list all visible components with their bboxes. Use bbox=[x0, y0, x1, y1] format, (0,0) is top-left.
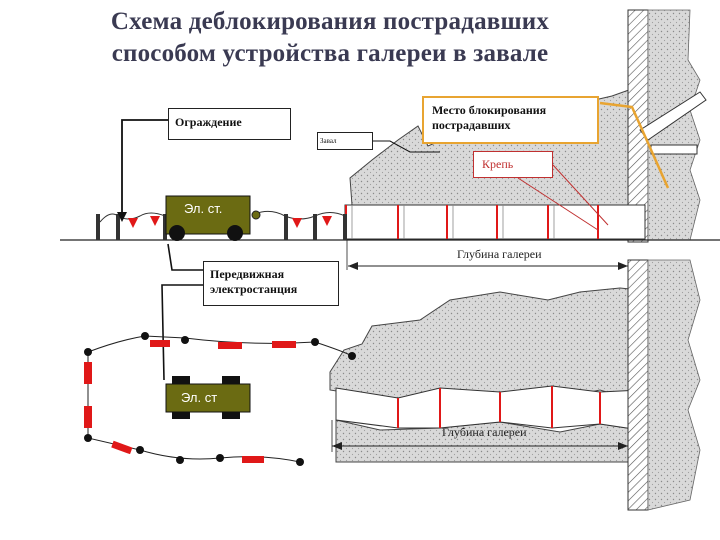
title-line-1: Схема деблокирования пострадавших bbox=[110, 8, 550, 35]
generator-bottom-wheel-3 bbox=[172, 410, 190, 419]
mobile-station-line-2: электростанция bbox=[210, 282, 298, 296]
station-leader-bottom bbox=[161, 284, 203, 381]
blocking-place-pointer bbox=[599, 101, 670, 189]
generator-top-socket bbox=[251, 210, 261, 220]
mobile-station-line-1: Передвижная bbox=[210, 267, 285, 281]
fence-posts-bottom bbox=[84, 332, 356, 466]
generator-bottom-wheel-4 bbox=[222, 410, 240, 419]
mobile-station-label: Передвижная электростанция bbox=[203, 261, 339, 306]
rubble-leader bbox=[373, 140, 440, 153]
wall-right-bottom bbox=[627, 259, 649, 511]
gallery-top bbox=[344, 204, 646, 240]
blocking-place-label: Место блокирования пострадавших bbox=[422, 96, 599, 144]
blocking-place-line-2: пострадавших bbox=[432, 118, 511, 132]
gallery-depth-label-top: Глубина галереи bbox=[457, 247, 542, 261]
blocking-place-line-1: Место блокирования bbox=[432, 103, 547, 117]
title-line-2: способом устройства галереи в завале bbox=[111, 40, 549, 67]
rubble-bottom bbox=[329, 287, 641, 403]
fence-label: Ограждение bbox=[168, 108, 291, 140]
fence-posts-top bbox=[96, 214, 347, 240]
fence-flags-bottom bbox=[84, 340, 296, 463]
rubble-bottom-lower bbox=[335, 419, 641, 463]
generator-bottom-wheel-2 bbox=[222, 376, 240, 385]
gallery-top-inner-lines bbox=[351, 205, 555, 239]
generator-top-wheel-right bbox=[227, 225, 243, 241]
crane-label: Крепь bbox=[473, 151, 553, 178]
generator-bottom-wheel-1 bbox=[172, 376, 190, 385]
generator-top-label: Эл. ст. bbox=[184, 201, 223, 216]
generator-bottom-label: Эл. ст bbox=[181, 390, 218, 405]
rubble-label: Завал bbox=[317, 132, 373, 150]
crane-pointer-2 bbox=[517, 177, 599, 231]
gallery-depth-label-bottom: Глубина галереи bbox=[442, 425, 527, 439]
station-leader-top bbox=[167, 243, 203, 271]
crane-pointer-1 bbox=[552, 164, 609, 226]
slab-block bbox=[650, 144, 698, 155]
fence-loop-bottom bbox=[87, 335, 353, 463]
generator-bottom bbox=[165, 383, 251, 413]
building-right-bottom bbox=[647, 259, 701, 511]
generator-top-wheel-left bbox=[169, 225, 185, 241]
fence-leader bbox=[121, 119, 168, 214]
gallery-bottom-supports bbox=[397, 386, 601, 428]
